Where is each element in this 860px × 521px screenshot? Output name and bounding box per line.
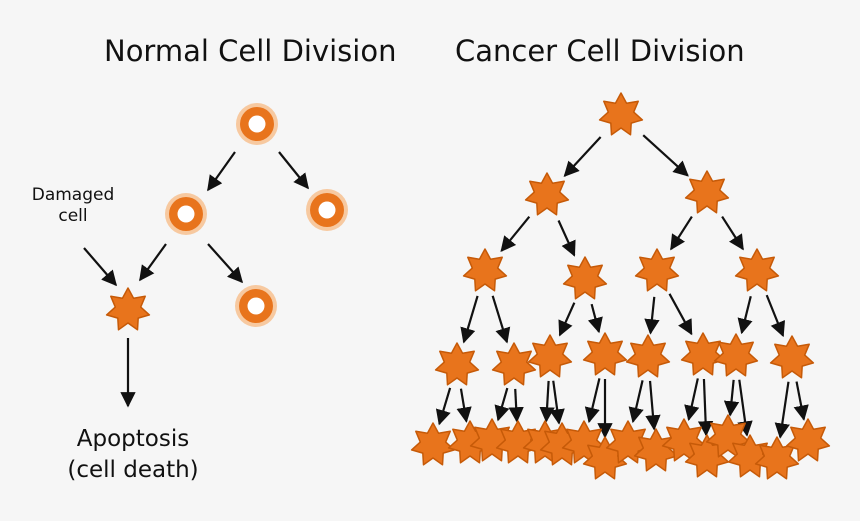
arrow xyxy=(697,378,714,437)
cancer-cell-gen3-icon xyxy=(527,334,573,378)
arrow xyxy=(508,388,524,423)
cancer-cell-gen4-icon xyxy=(785,418,831,462)
arrow xyxy=(500,216,531,253)
cancer-cell-gen4-icon xyxy=(705,414,751,458)
damaged-cell-star-icon xyxy=(105,287,151,331)
normal-daughter-cell-icon xyxy=(165,193,207,235)
cancer-cell-gen3-icon xyxy=(713,333,759,377)
arrow xyxy=(642,134,689,177)
apoptosis-label: Apoptosis (cell death) xyxy=(38,424,228,485)
arrow xyxy=(557,220,576,257)
cancer-cell-gen2-icon xyxy=(634,248,680,292)
normal-granddaughter-cell-icon xyxy=(235,285,277,327)
cancer-division-title: Cancer Cell Division xyxy=(455,34,745,68)
arrows-layer xyxy=(83,134,809,439)
cancer-cell-gen3-icon xyxy=(491,342,537,386)
arrow xyxy=(684,378,700,422)
cancer-cell-gen1-icon xyxy=(684,170,730,214)
damaged-cell-label: Damaged cell xyxy=(18,185,128,228)
arrow xyxy=(793,381,809,421)
cancer-cell-gen3-icon xyxy=(434,342,480,386)
damaged-cell-label-line1: Damaged xyxy=(31,185,115,205)
arrow xyxy=(668,293,693,336)
arrow xyxy=(765,294,786,338)
arrow xyxy=(549,380,565,425)
arrow xyxy=(83,247,118,287)
arrow xyxy=(207,243,244,284)
arrow xyxy=(491,295,511,344)
arrow xyxy=(628,380,644,424)
cancer-cell-gen4-icon xyxy=(661,418,707,462)
cancer-cell-gen4-icon xyxy=(561,420,607,464)
cancer-cell-gen3-icon xyxy=(625,334,671,378)
normal-division-title: Normal Cell Division xyxy=(104,34,397,68)
apoptosis-label-line1: Apoptosis xyxy=(76,426,190,452)
cancer-cell-gen1-icon xyxy=(524,172,570,216)
arrow xyxy=(563,136,602,178)
cancer-cell-gen3-icon xyxy=(582,332,628,376)
cancer-cell-gen4-icon xyxy=(410,422,456,466)
arrow xyxy=(587,303,603,334)
cancer-cell-gen4-icon xyxy=(605,420,651,464)
damaged-cell-label-line2: cell xyxy=(58,206,88,227)
cancer-cell-gen3-icon xyxy=(769,335,815,379)
arrow xyxy=(460,295,479,344)
arrow xyxy=(494,387,510,422)
cancer-cell-gen4-icon xyxy=(754,436,800,480)
apoptosis-label-line2: (cell death) xyxy=(67,456,199,483)
arrow xyxy=(456,388,472,423)
arrow xyxy=(721,215,744,251)
arrow xyxy=(670,215,693,251)
arrow xyxy=(737,379,753,437)
arrow xyxy=(139,243,167,282)
arrow xyxy=(539,380,555,423)
arrow xyxy=(558,302,576,337)
cancer-cell-gen2-icon xyxy=(562,256,608,300)
arrow xyxy=(737,295,753,335)
arrow xyxy=(207,151,236,192)
arrow xyxy=(644,296,660,335)
arrow xyxy=(584,378,601,424)
normal-parent-cell-icon xyxy=(236,103,278,145)
arrow xyxy=(278,151,309,190)
arrow xyxy=(645,380,661,431)
arrow xyxy=(435,387,452,426)
arrow xyxy=(774,381,790,439)
arrow xyxy=(723,379,740,417)
cancer-cell-gen2-icon xyxy=(462,248,508,292)
cancer-cell-gen3-icon xyxy=(680,332,726,376)
normal-daughter-cell-icon xyxy=(306,189,348,231)
cancer-cell-gen2-icon xyxy=(734,248,780,292)
cells-layer xyxy=(105,92,831,480)
cancer-parent-cell-icon xyxy=(598,92,644,136)
